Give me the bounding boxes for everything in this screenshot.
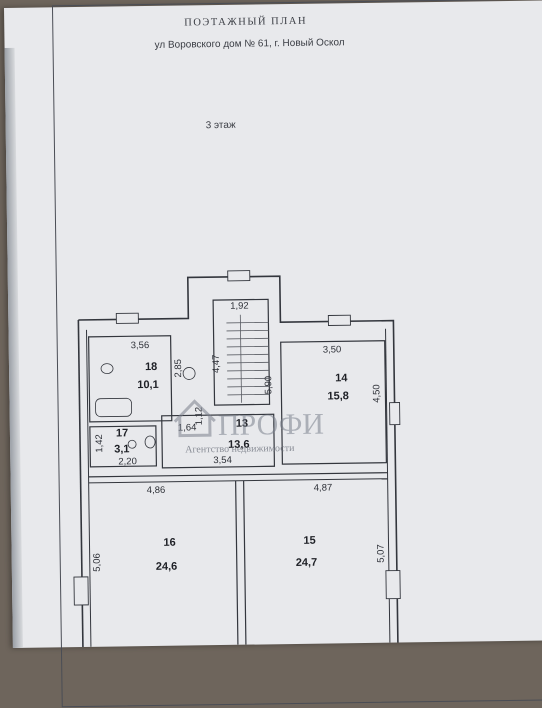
room-15-label: 15 24,7	[296, 535, 318, 569]
room-number: 17	[116, 427, 128, 439]
room-14-outline	[280, 340, 387, 465]
room-16-label: 16 24,6	[156, 537, 178, 573]
dim-15-depth: 5,07	[376, 544, 387, 563]
dim-18-width: 3,56	[131, 340, 150, 351]
window-14-side	[389, 402, 401, 426]
floor-plan: 1,92 4,47 5,90 3,56 2,85 3,50 4,50 1,64 …	[73, 270, 401, 647]
toilet-17	[144, 435, 156, 449]
agency-watermark: ПРОФИ Агентство недвижимости	[173, 399, 325, 456]
room-area: 3,1	[114, 443, 129, 455]
windows	[73, 270, 401, 606]
room-area: 13,6	[228, 439, 250, 451]
dim-15-width: 4,87	[314, 482, 333, 493]
room-area: 10,1	[137, 379, 159, 391]
room-13-label: 13 13,6	[228, 418, 250, 451]
stair-treads	[226, 314, 270, 403]
room-number: 18	[145, 361, 157, 373]
room-area: 15,8	[327, 390, 349, 402]
watermark-brand: ПРОФИ	[218, 408, 325, 442]
toilet-18	[100, 363, 114, 374]
window-stair	[227, 270, 251, 282]
window-15	[385, 570, 401, 600]
bathtub	[95, 397, 133, 418]
house-logo-icon	[173, 399, 216, 438]
window-14	[327, 314, 351, 326]
dim-14-depth: 4,50	[371, 384, 382, 403]
dim-16-depth: 5,06	[92, 553, 103, 572]
dim-14-width: 3,50	[323, 344, 342, 355]
document-sheet: ПОЭТАЖНЫЙ ПЛАН ул Воровского дом № 61, г…	[4, 0, 542, 708]
dim-13-length: 3,54	[213, 455, 232, 466]
sink-18	[182, 367, 196, 380]
room-14-label: 14 15,8	[327, 372, 349, 402]
room-18-label: 18 10,1	[137, 361, 159, 391]
dim-stair-width: 1,92	[230, 301, 249, 312]
fixtures	[95, 363, 196, 449]
room-18-outline	[87, 335, 173, 423]
outer-wall-top	[78, 275, 399, 643]
room-number: 14	[335, 372, 348, 384]
watermark-tagline: Агентство недвижимости	[185, 443, 295, 456]
dim-13-depth: 1,12	[194, 407, 205, 426]
room-17-label: 17 3,1	[114, 427, 129, 455]
dim-18-depth: 2,85	[173, 359, 184, 378]
dim-hall-length: 5,90	[263, 376, 274, 395]
room-number: 13	[236, 418, 248, 430]
room-17-outline	[89, 425, 158, 468]
sink-17	[127, 439, 137, 449]
dim-stair-length: 4,47	[211, 354, 222, 373]
room-area: 24,6	[156, 561, 178, 573]
window-16	[73, 576, 89, 606]
room-area: 24,7	[296, 557, 318, 569]
dim-17-width: 2,20	[118, 456, 137, 467]
room-number: 15	[303, 535, 315, 547]
dim-13-width: 1,64	[178, 422, 197, 433]
dim-16-width: 4,86	[147, 485, 166, 496]
stairwell	[212, 298, 271, 406]
dim-17-depth: 1,42	[94, 434, 105, 453]
window-18	[115, 312, 139, 324]
room-number: 16	[163, 537, 175, 549]
room-13-outline	[161, 413, 276, 469]
